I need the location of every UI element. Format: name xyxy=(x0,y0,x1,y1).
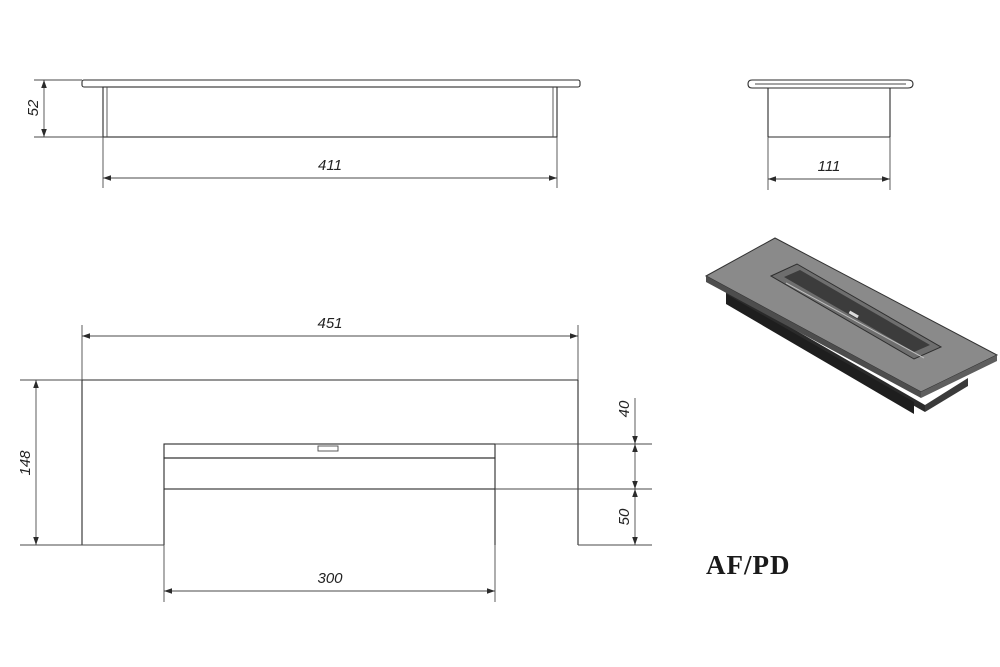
burner-width-label: 300 xyxy=(317,570,343,587)
burner-3d-render xyxy=(704,237,999,414)
front-view xyxy=(34,79,581,188)
side-width-label: 111 xyxy=(818,158,841,175)
top-view xyxy=(20,325,652,602)
front-width-label: 411 xyxy=(318,157,342,174)
side-view xyxy=(747,79,914,190)
front-height-label: 52 xyxy=(25,99,42,116)
top-width-label: 451 xyxy=(317,315,342,332)
model-label: AF/PD xyxy=(706,550,791,580)
burner-offset-label: 40 xyxy=(616,400,633,417)
burner-depth-label: 50 xyxy=(616,508,633,525)
top-height-label: 148 xyxy=(17,450,34,476)
